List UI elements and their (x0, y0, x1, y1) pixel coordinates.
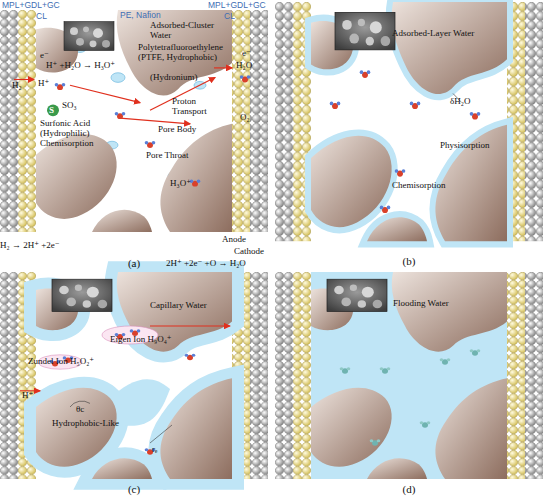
label: H⁺ (22, 390, 33, 400)
label: Anode (222, 234, 246, 244)
label: Eigen Ion H₉O₄⁺ (110, 334, 172, 344)
label: S (49, 105, 54, 115)
label: Pore Body (158, 124, 196, 134)
label: Polytetrafluoroethylene (PTFE, Hydrophob… (138, 42, 238, 62)
label: PE, Nafion (120, 10, 161, 20)
label: SO₃ (62, 100, 77, 110)
label: Hydrophobic-Like (52, 418, 119, 428)
label: H₂ → 2H⁺ +2e⁻ (0, 240, 59, 250)
label: Adsorbed-Cluster Water (150, 20, 220, 40)
label: Surfonic Acid (Hydrophilic) Chemisorptio… (40, 118, 135, 148)
label: MPL+GDL+GC (2, 0, 60, 10)
label: Capillary Water (150, 300, 207, 310)
label: Physisorption (440, 140, 490, 150)
label: CL (36, 11, 47, 21)
panel: (c) (0, 272, 268, 496)
label: H⁺ +H₂O → H₃O⁺ (46, 60, 115, 70)
label: H⁺ (38, 78, 49, 88)
label: Pore Throat (146, 150, 189, 160)
panel-caption: (d) (275, 483, 543, 496)
label: Zundel Ion H₅O₂⁺ (28, 356, 94, 366)
label: MPL+GDL+GC (208, 0, 266, 10)
panel-caption: (c) (0, 483, 268, 496)
label: Chemisorption (392, 180, 446, 190)
panel: (b) (275, 0, 543, 268)
label: Adsorbed-Layer Water (392, 28, 474, 38)
label: O₂ (240, 112, 250, 122)
label: e⁻ (40, 50, 49, 60)
label: θc (76, 404, 84, 414)
label: Cathode (234, 246, 264, 256)
label: H₂ (12, 80, 22, 90)
label: rₑ (152, 444, 157, 454)
label: (Hydronium) (150, 72, 198, 82)
label: H₃O⁺ (170, 178, 191, 188)
label: Flooding Water (393, 298, 449, 308)
label: 2H⁺ +2e⁻ +O → H₂O (166, 258, 246, 268)
label: e⁻ (242, 48, 251, 58)
label: δH₂O (450, 96, 470, 106)
label: CL (224, 11, 235, 21)
label: H₂O (236, 60, 252, 70)
label: Proton Transport (172, 96, 222, 116)
panel-caption: (b) (275, 255, 543, 268)
